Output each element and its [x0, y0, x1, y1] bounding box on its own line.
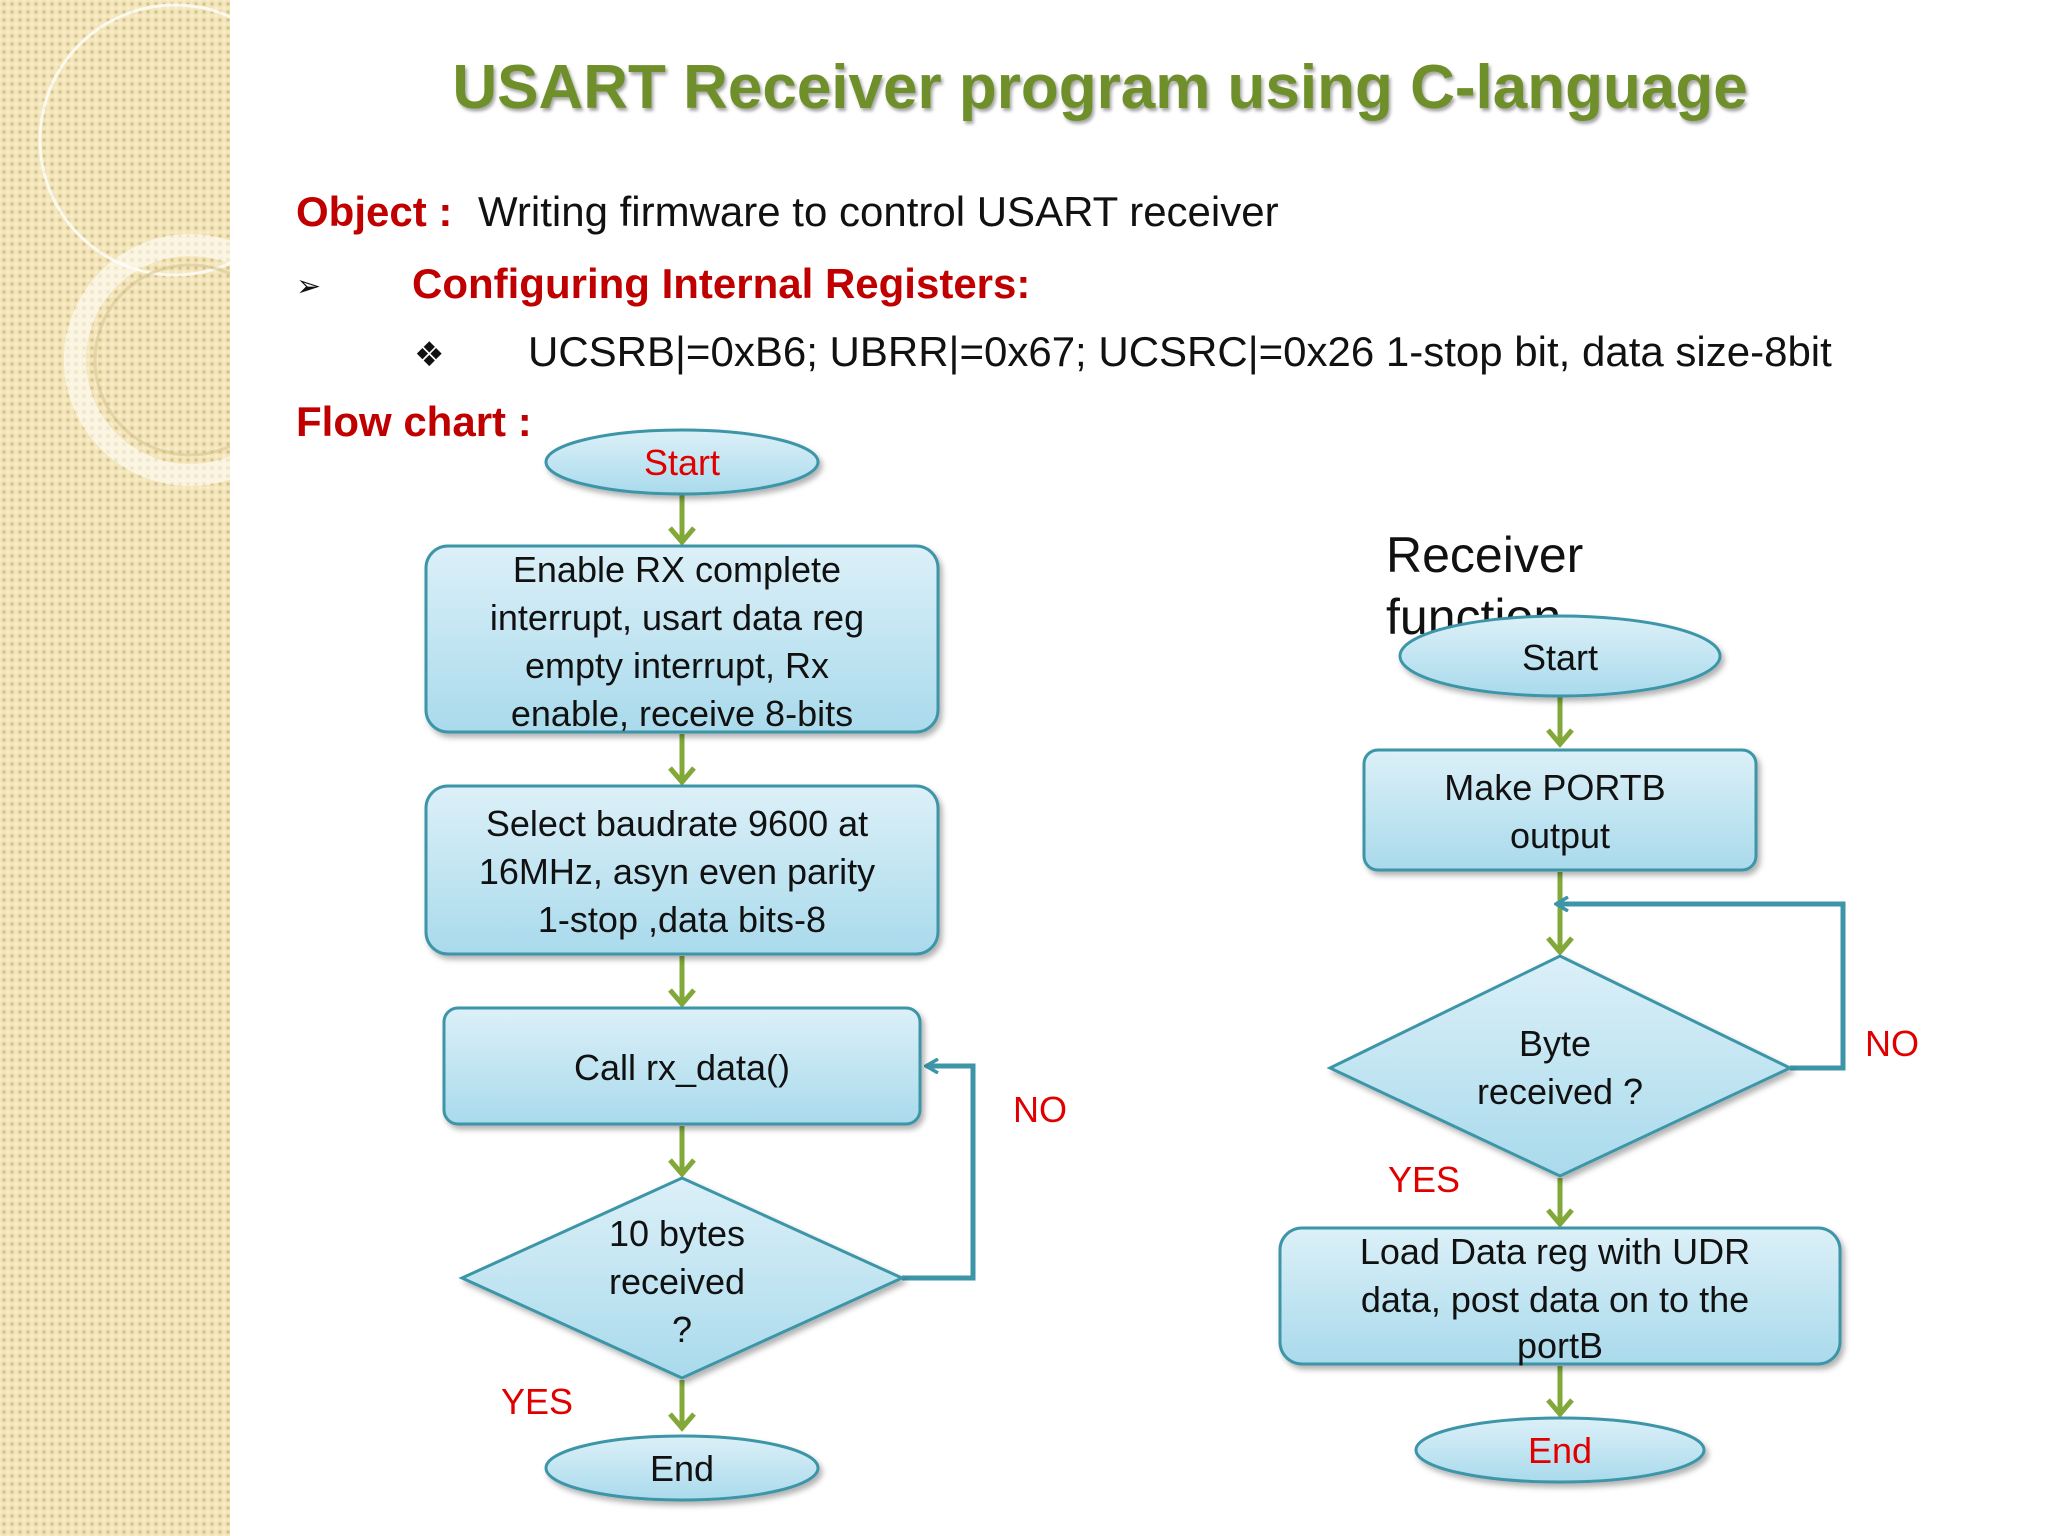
main-step2-line3: 1-stop ,data bits-8 [538, 899, 826, 940]
receiver-start-node: Start [1398, 614, 1722, 698]
receiver-step-make-portb: Make PORTB output [1362, 748, 1758, 872]
main-step3-label: Call rx_data() [574, 1047, 790, 1088]
arrow-bullet-icon: ➢ [296, 270, 322, 304]
diamond-bullet-icon: ❖ [414, 336, 445, 374]
receiver-decision-line1: Byte [1519, 1023, 1591, 1064]
receiver-yes-label: YES [1388, 1159, 1460, 1200]
receiver-step2-line2: data, post data on to the [1361, 1279, 1749, 1320]
svg-text:Select baudrate 9600 at: Select baudrate 9600 at 16MHz, asyn even… [479, 803, 885, 940]
main-yes-label: YES [501, 1381, 573, 1422]
receiver-end-node: End [1414, 1416, 1706, 1484]
main-decision-line2: received [609, 1261, 745, 1302]
main-decision-10-bytes: 10 bytes received ? [458, 1176, 906, 1380]
main-decision-line1: 10 bytes [609, 1213, 745, 1254]
main-no-loop-arrow [902, 1066, 976, 1281]
main-step2-line1: Select baudrate 9600 at [486, 803, 868, 844]
main-no-label: NO [1013, 1089, 1067, 1130]
receiver-step1-line2: output [1510, 815, 1610, 856]
main-connectors [668, 494, 696, 1432]
main-decision-line3: ? [672, 1309, 692, 1350]
main-start-node: Start [544, 428, 820, 496]
receiver-caption-line1: Receiver [1386, 527, 1583, 583]
svg-text:Load Data reg with UDR d: Load Data reg with UDR data, post data o… [1360, 1231, 1760, 1366]
main-step-call-rx-data: Call rx_data() [442, 1006, 922, 1126]
register-values: UCSRB|=0xB6; UBRR|=0x67; UCSRC|=0x26 1-s… [528, 328, 1832, 375]
decorative-sidebar [0, 0, 230, 1536]
object-label: Object : [296, 188, 453, 235]
receiver-step2-line3: portB [1517, 1325, 1603, 1366]
config-heading: Configuring Internal Registers: [412, 260, 1031, 307]
main-step-enable-rx: Enable RX complete interrupt, usart data… [424, 544, 940, 734]
receiver-step2-line1: Load Data reg with UDR [1360, 1231, 1750, 1272]
receiver-no-loop-arrow [1556, 904, 1846, 1071]
main-end-label: End [650, 1448, 714, 1489]
main-step-select-baudrate: Select baudrate 9600 at 16MHz, asyn even… [424, 784, 940, 956]
main-start-label: Start [644, 442, 720, 483]
receiver-no-label: NO [1865, 1023, 1919, 1064]
svg-text:Byte received ?: Byte received ? [1477, 1023, 1643, 1112]
object-line: Object : Writing firmware to control USA… [296, 188, 1279, 236]
flow-chart-label: Flow chart : [296, 398, 532, 445]
receiver-decision-line2: received ? [1477, 1071, 1643, 1112]
svg-text:Make PORTB output: Make PORTB output [1444, 767, 1675, 856]
main-step1-line1: Enable RX complete [513, 549, 841, 590]
svg-text:Enable RX complete inter: Enable RX complete interrupt, usart data… [490, 549, 874, 734]
main-step1-line3: empty interrupt, Rx [525, 645, 829, 686]
main-step2-line2: 16MHz, asyn even parity [479, 851, 875, 892]
main-step1-line2: interrupt, usart data reg [490, 597, 864, 638]
slide-title: USART Receiver program using C-language [452, 53, 1748, 122]
receiver-decision-byte-received: Byte received ? [1326, 954, 1794, 1178]
registers-line: ❖ UCSRB|=0xB6; UBRR|=0x67; UCSRC|=0x26 1-… [414, 328, 1832, 376]
main-end-node: End [544, 1434, 820, 1502]
receiver-start-label: Start [1522, 637, 1598, 678]
receiver-step1-line1: Make PORTB [1444, 767, 1665, 808]
receiver-step-load-data: Load Data reg with UDR data, post data o… [1278, 1226, 1842, 1366]
main-step1-line4: enable, receive 8-bits [511, 693, 853, 734]
receiver-end-label: End [1528, 1430, 1592, 1471]
object-text: Writing firmware to control USART receiv… [478, 188, 1279, 235]
svg-text:10 bytes received: 10 bytes received ? [609, 1213, 755, 1350]
config-line: ➢ Configuring Internal Registers: [296, 260, 1030, 308]
sidebar-rings [38, 3, 230, 486]
